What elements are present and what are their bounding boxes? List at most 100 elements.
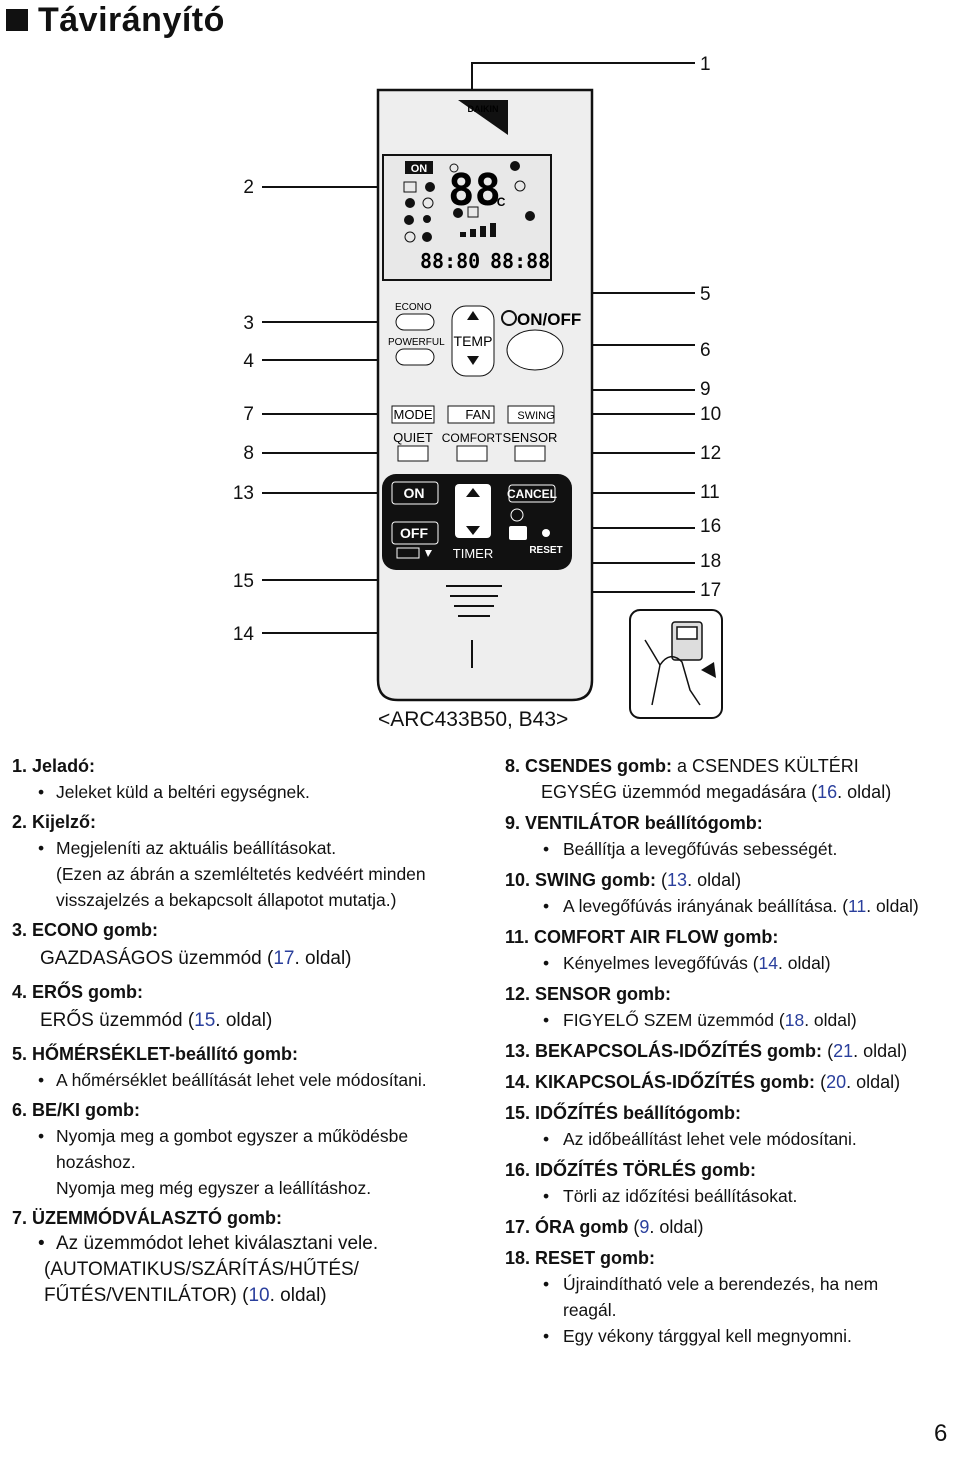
item-heading: 8. CSENDES gomb: a CSENDES KÜLTÉRI	[505, 753, 960, 779]
arrow-down-icon	[701, 662, 716, 678]
callout-8: 8	[243, 443, 254, 464]
swing-button[interactable]	[507, 405, 555, 424]
item-number: 8.	[505, 756, 521, 776]
bullet-text: Kényelmes levegőfúvás (	[563, 953, 759, 973]
callout-1: 1	[700, 54, 711, 75]
desc-text: FŰTÉS/VENTILÁTOR) (	[44, 1285, 249, 1306]
mode-button[interactable]	[391, 405, 435, 424]
bullet-text: . oldal)	[778, 953, 831, 973]
powerful-button[interactable]	[395, 348, 435, 366]
callout-12: 12	[700, 443, 722, 464]
sensor-label: SENSOR	[503, 430, 558, 445]
item-number: 12.	[505, 984, 531, 1004]
bullet-text: Az időbeállítást lehet vele módosítani.	[563, 1129, 857, 1149]
item-title: HŐMÉRSÉKLET-beállító gomb:	[32, 1044, 299, 1064]
off-timer-button[interactable]	[391, 521, 439, 545]
mode-label: MODE	[394, 407, 433, 422]
cancel-button[interactable]	[508, 484, 556, 503]
onoff-label: ON/OFF	[517, 310, 581, 329]
bullet-line: Törli az időzítési beállításokat.	[505, 1183, 960, 1209]
right-item: 9. VENTILÁTOR beállítógomb:Beállítja a l…	[505, 810, 960, 862]
extra-line: FŰTÉS/VENTILÁTOR) (10. oldal)	[12, 1283, 472, 1309]
page-ref: 16	[817, 782, 838, 802]
item-heading: 15. IDŐZÍTÉS beállítógomb:	[505, 1100, 960, 1126]
item-title: ÓRA gomb	[535, 1217, 629, 1237]
page-ref: 15	[194, 1010, 216, 1031]
ref-text: . oldal)	[846, 1072, 901, 1092]
lcd-time2: 88:88	[490, 249, 550, 273]
item-heading: 10. SWING gomb: (13. oldal)	[505, 867, 960, 893]
item-title: BE/KI gomb:	[32, 1100, 141, 1120]
right-item: 16. IDŐZÍTÉS TÖRLÉS gomb: Törli az időzít…	[505, 1157, 960, 1209]
item-number: 10.	[505, 870, 531, 890]
callout-7: 7	[243, 404, 254, 425]
timer-adjust-button[interactable]	[455, 484, 491, 538]
bullet-text: . oldal)	[804, 1010, 857, 1030]
extra-line: (AUTOMATIKUS/SZÁRÍTÁS/HŰTÉS/	[44, 1259, 359, 1280]
bullet-line: visszajelzés a bekapcsolt állapotot muta…	[56, 890, 397, 910]
desc-text: . oldal)	[215, 1010, 273, 1031]
item-ref: (13. oldal)	[656, 870, 741, 890]
item-title: ECONO gomb:	[32, 920, 159, 940]
bullet-text: Újraindítható vele a berendezés, ha nem	[563, 1274, 879, 1294]
quiet-button[interactable]	[397, 445, 429, 462]
callout-5: 5	[700, 284, 711, 305]
onoff-button[interactable]	[506, 329, 564, 371]
right-item: 17. ÓRA gomb (9. oldal)	[505, 1214, 960, 1240]
callout-10: 10	[700, 404, 722, 425]
bullet-line: hozáshoz.	[56, 1152, 136, 1172]
callout-4: 4	[243, 351, 254, 372]
comfort-button[interactable]	[456, 445, 488, 462]
temp-button[interactable]	[451, 305, 495, 377]
sensor-button[interactable]	[514, 445, 546, 462]
item-number: 2.	[12, 812, 28, 832]
clock-button[interactable]	[509, 526, 527, 540]
reset-button[interactable]	[542, 529, 550, 537]
bullet-text: Törli az időzítési beállításokat.	[563, 1186, 798, 1206]
item-ref: (9. oldal)	[628, 1217, 703, 1237]
bullet-text: . oldal)	[866, 896, 919, 916]
item-number: 6.	[12, 1100, 28, 1120]
bullet-line: A levegőfúvás irányának beállítása. (11.…	[505, 893, 960, 919]
callout-15: 15	[232, 571, 254, 592]
item-number: 13.	[505, 1041, 531, 1061]
page-number: 6	[934, 1420, 948, 1447]
callout-3: 3	[243, 313, 254, 334]
lcd-time1: 88:80	[420, 249, 480, 273]
item-heading: 16. IDŐZÍTÉS TÖRLÉS gomb:	[505, 1157, 960, 1183]
left-item: 5. HŐMÉRSÉKLET-beállító gomb:A hőmérsékl…	[12, 1041, 472, 1093]
item-title: IDŐZÍTÉS beállítógomb:	[535, 1103, 742, 1123]
page-ref: 9	[639, 1217, 650, 1237]
on-timer-button[interactable]	[391, 481, 439, 505]
bullet-line: Nyomja meg még egyszer a leállításhoz.	[56, 1178, 372, 1198]
bullet-text: reagál.	[563, 1300, 617, 1320]
item-heading: 13. BEKAPCSOLÁS-IDŐZÍTÉS gomb: (21. olda…	[505, 1038, 960, 1064]
item-description: ERŐS üzemmód (15. oldal)	[12, 1005, 472, 1037]
econo-button[interactable]	[395, 313, 435, 331]
reset-label: RESET	[529, 545, 562, 556]
continuation-line: EGYSÉG üzemmód megadására (16. oldal)	[505, 779, 960, 805]
item-heading: 7. ÜZEMMÓDVÁLASZTÓ gomb:	[12, 1205, 472, 1231]
ref-text: . oldal)	[649, 1217, 704, 1237]
fan-label: FAN	[465, 407, 490, 422]
callout-2: 2	[243, 177, 254, 198]
item-heading: 1. Jeladó:	[12, 753, 472, 779]
right-item: 11. COMFORT AIR FLOW gomb: Kényelmes leve…	[505, 924, 960, 976]
item-number: 11.	[505, 927, 530, 947]
item-rest: a CSENDES KÜLTÉRI	[672, 756, 859, 776]
left-item: 6. BE/KI gomb:Nyomja meg a gombot egysze…	[12, 1097, 472, 1201]
right-item: 15. IDŐZÍTÉS beállítógomb: Az időbeállítá…	[505, 1100, 960, 1152]
callout-11: 11	[700, 482, 720, 503]
bullet-line: Egy vékony tárggyal kell megnyomni.	[505, 1323, 960, 1349]
hand-icon	[644, 621, 703, 706]
power-icon	[501, 310, 517, 326]
bullet-line: Az időbeállítást lehet vele módosítani.	[505, 1126, 960, 1152]
item-number: 14.	[505, 1072, 531, 1092]
item-title: COMFORT AIR FLOW gomb:	[534, 927, 779, 947]
ref-text: . oldal)	[853, 1041, 908, 1061]
section-header: Távirányító	[0, 0, 225, 40]
fan-button[interactable]	[447, 405, 495, 424]
cancel-label: CANCEL	[507, 487, 557, 501]
right-item: 13. BEKAPCSOLÁS-IDŐZÍTÉS gomb: (21. olda…	[505, 1038, 960, 1064]
